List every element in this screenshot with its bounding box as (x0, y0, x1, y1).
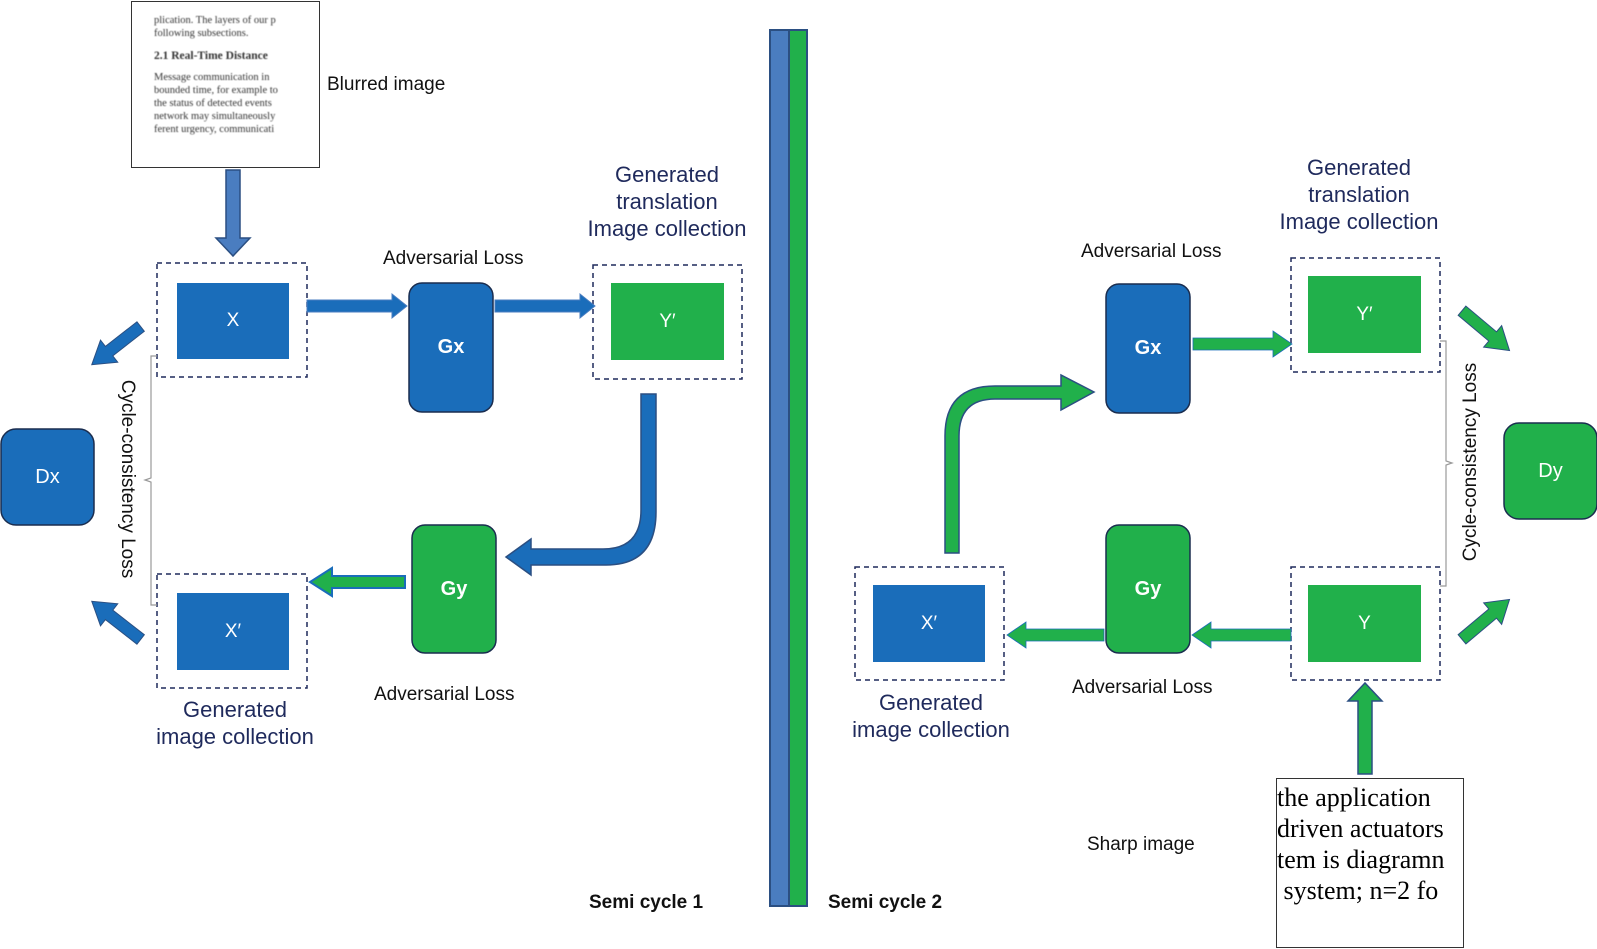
label-line: Generated (1307, 155, 1411, 180)
label-line: Image collection (587, 216, 747, 241)
gx-box-right-label: Gx (1134, 337, 1162, 359)
y-box (1308, 585, 1421, 662)
dx-box (0, 428, 95, 526)
cycle-consistency-loss-label-right: Cycle-consistency Loss (1460, 362, 1481, 562)
y-prime-box-left (611, 283, 724, 360)
blurred-text-line: following subsections. (154, 28, 249, 39)
sharp-image-label: Sharp image (1087, 834, 1195, 855)
y-dashed-frame (1290, 566, 1441, 681)
gx-to-y-prime-arrow-right (1192, 330, 1293, 358)
blurred-image-label: Blurred image (327, 74, 446, 95)
gy-box-left-label: Gy (440, 577, 468, 600)
x-prime-dashed-frame-left (156, 573, 308, 689)
generated-image-label-left: Generated image collection (135, 696, 335, 750)
x-prime-box-right (873, 585, 985, 662)
y-to-dy-arrow (1457, 598, 1511, 645)
adversarial-loss-label-bottom-right: Adversarial Loss (1072, 677, 1213, 698)
label-line: translation (1308, 182, 1410, 207)
x-box (177, 283, 289, 359)
label-line: Generated (183, 697, 287, 722)
blurred-text-heading: 2.1 Real-Time Distance (154, 50, 268, 62)
sharp-text-line: tem is diagramn (1277, 845, 1445, 874)
y-prime-to-dy-arrow (1457, 305, 1511, 352)
adversarial-loss-label-top-left: Adversarial Loss (383, 248, 524, 269)
dx-box-label: Dx (35, 465, 60, 488)
y-prime-to-gy-curved-arrow (504, 393, 657, 577)
dy-box (1503, 422, 1597, 520)
sharp-text-line: system; n=2 fo (1277, 876, 1439, 905)
blurred-text-line: bounded time, for example to (154, 85, 278, 96)
gy-box-right-label: Gy (1134, 577, 1162, 600)
y-prime-dashed-frame-right (1290, 257, 1441, 373)
blurred-text-line: Message communication in (154, 72, 270, 83)
x-to-dx-arrow (91, 321, 146, 366)
cycle-consistency-loss-label-left: Cycle-consistency Loss (117, 379, 138, 579)
x-to-gx-arrow (306, 292, 408, 320)
x-prime-box-left (177, 593, 289, 670)
generated-translation-label-left: Generated translation Image collection (567, 161, 767, 242)
y-prime-box-right (1308, 276, 1421, 353)
label-line: image collection (852, 717, 1010, 742)
y-prime-box-left-label: Y′ (659, 310, 676, 332)
x-prime-to-gx-curved-arrow (944, 373, 1096, 554)
sharp-text-line: driven actuators (1277, 814, 1444, 843)
x-prime-box-right-label: X′ (920, 612, 938, 634)
y-to-gy-arrow (1191, 621, 1292, 649)
gy-box-right (1105, 524, 1191, 654)
gx-box-right (1105, 283, 1191, 414)
gx-box-left (408, 282, 494, 413)
generated-translation-label-right: Generated translation Image collection (1259, 154, 1459, 235)
sharp-image-thumbnail: the application driven actuators tem is … (1276, 778, 1464, 948)
blurred-text-line: ferent urgency, communicati (154, 124, 275, 135)
x-prime-to-dx-arrow (91, 600, 146, 645)
blurred-image-thumbnail: plication. The layers of our p following… (131, 1, 320, 168)
gy-box-left (411, 524, 497, 654)
adversarial-loss-label-top-right: Adversarial Loss (1081, 241, 1222, 262)
y-box-label: Y (1358, 612, 1371, 634)
blurred-text-line: the status of detected events (154, 98, 272, 109)
semi-cycle-divider (769, 29, 808, 907)
generated-image-label-right: Generated image collection (831, 689, 1031, 743)
blurred-to-x-arrow (214, 169, 252, 258)
adversarial-loss-label-bottom-left: Adversarial Loss (374, 684, 515, 705)
x-dashed-frame (156, 262, 308, 378)
label-line: Generated (879, 690, 983, 715)
sharp-to-y-arrow (1346, 681, 1384, 775)
cycle-bracket-left (143, 355, 157, 606)
x-prime-dashed-frame-right (854, 566, 1005, 681)
cycle-bracket-right (1440, 340, 1454, 587)
y-prime-dashed-frame-left (592, 264, 743, 380)
semi-cycle-1-label: Semi cycle 1 (589, 892, 704, 913)
label-line: image collection (156, 724, 314, 749)
blurred-text-line: plication. The layers of our p (154, 15, 276, 26)
label-line: translation (616, 189, 718, 214)
gy-to-x-prime-arrow (308, 566, 406, 598)
x-prime-box-left-label: X′ (224, 620, 242, 642)
blurred-text-line: network may simultaneously (154, 111, 276, 122)
sharp-text-line: the application (1277, 783, 1431, 812)
y-prime-box-right-label: Y′ (1356, 303, 1373, 325)
gy-to-x-prime-arrow-right (1006, 621, 1105, 649)
dy-box-label: Dy (1538, 459, 1563, 482)
gx-to-y-prime-arrow (494, 292, 596, 320)
label-line: Generated (615, 162, 719, 187)
gx-box-left-label: Gx (437, 336, 465, 358)
label-line: Image collection (1279, 209, 1439, 234)
x-box-label: X (226, 310, 240, 331)
semi-cycle-2-label: Semi cycle 2 (828, 892, 943, 913)
